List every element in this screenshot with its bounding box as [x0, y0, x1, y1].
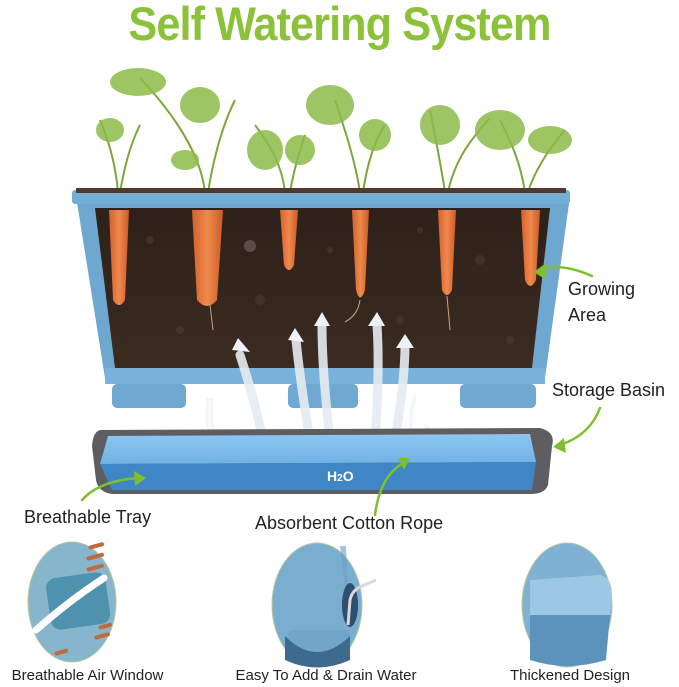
feature-breathable-window	[27, 541, 117, 663]
callout-growing-area-line1: Growing	[568, 279, 636, 299]
pot-foot	[460, 384, 536, 408]
pot-foot	[112, 384, 186, 408]
caption-breathable-air-window: Breathable Air Window	[11, 667, 164, 684]
water-front	[100, 462, 536, 490]
water-label: H2O	[327, 468, 354, 484]
moisture-arrows	[235, 320, 410, 475]
carrots	[109, 210, 540, 306]
callout-breathable-tray: Breathable Tray	[24, 507, 152, 527]
feature-thickened-design	[521, 542, 613, 668]
water-surface	[100, 434, 536, 464]
caption-easy-add-drain-water: Easy To Add & Drain Water	[235, 667, 417, 684]
callout-growing-area: Growing Area	[568, 276, 635, 328]
callout-arrows	[80, 265, 602, 517]
water-label-o: O	[342, 468, 354, 484]
feature-drain-water	[271, 542, 377, 668]
page-title: Self Watering System	[128, 0, 551, 50]
water-label-sub: 2	[337, 473, 343, 484]
callout-absorbent-cotton-rope: Absorbent Cotton Rope	[255, 513, 444, 533]
arrow-heads	[232, 312, 414, 352]
leaf-clusters	[96, 68, 572, 170]
callout-storage-basin: Storage Basin	[552, 380, 666, 400]
pot-rim	[72, 190, 570, 204]
callout-growing-area-line2: Area	[568, 305, 607, 325]
caption-thickened-design: Thickened Design	[509, 667, 631, 684]
water-label-h: H	[327, 468, 338, 484]
